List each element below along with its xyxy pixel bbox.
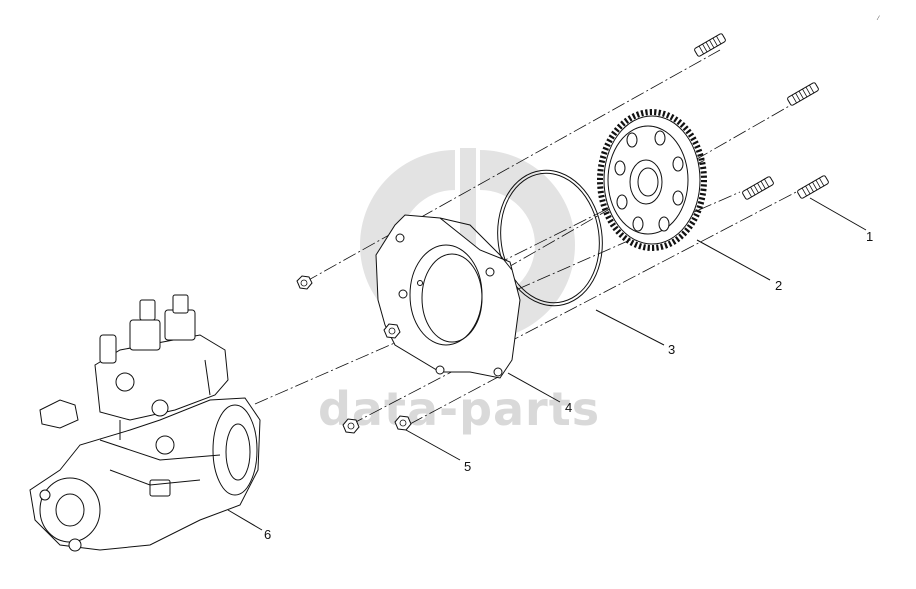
stud [797, 175, 829, 199]
callout-1: 1 [866, 229, 873, 244]
callout-3: 3 [668, 342, 675, 357]
watermark-text: data-parts [318, 382, 600, 436]
assembly-centerlines [254, 49, 806, 426]
callout-labels: 1 2 3 4 5 6 [264, 229, 873, 542]
drive-gear [597, 109, 707, 251]
stud [694, 33, 726, 57]
corner-mark: ⁄ [876, 16, 880, 22]
o-ring-seal [497, 169, 603, 307]
adaptor-flange [375, 214, 521, 379]
stud [742, 176, 774, 200]
callout-4: 4 [565, 400, 572, 415]
hex-nut [394, 415, 412, 431]
hex-nut [296, 275, 313, 290]
hex-nut [342, 418, 360, 434]
stud [787, 82, 819, 106]
leader-lines [227, 197, 867, 531]
callout-6: 6 [264, 527, 271, 542]
high-pressure-pump [29, 294, 261, 552]
callout-5: 5 [464, 459, 471, 474]
hex-nut [383, 323, 401, 339]
callout-2: 2 [775, 278, 782, 293]
